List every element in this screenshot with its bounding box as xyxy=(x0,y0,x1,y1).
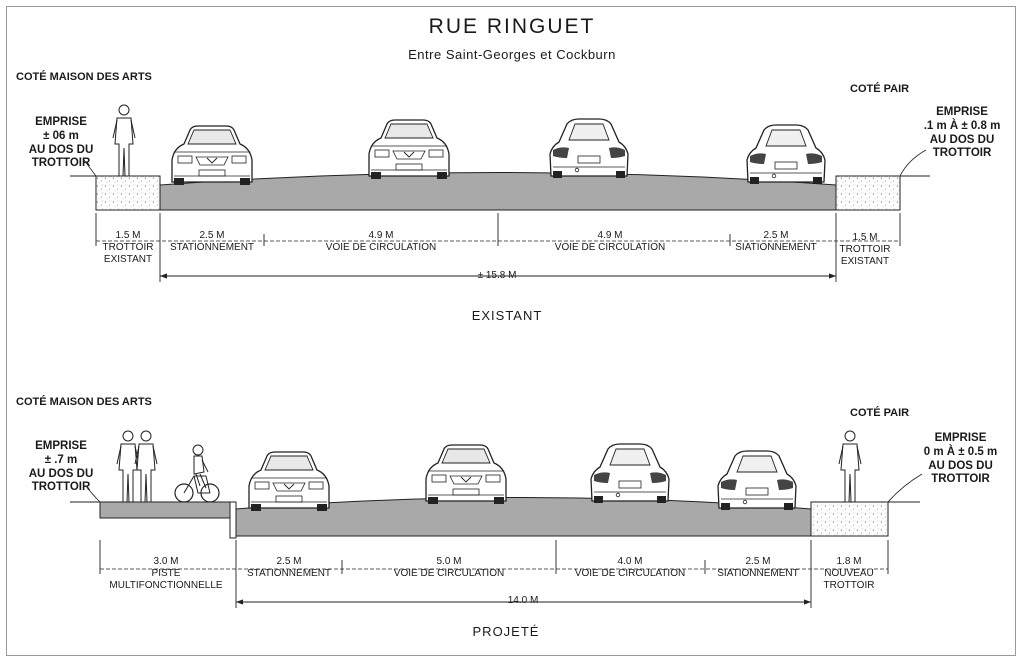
existing-roadway xyxy=(159,172,837,211)
projected-right-sidewalk xyxy=(810,501,889,537)
pedestrian-icon xyxy=(838,430,862,503)
projected-multiuse-path xyxy=(99,501,231,519)
cyclist-icon xyxy=(174,444,220,503)
pedestrian-icon xyxy=(112,104,136,177)
projected-right-side-label: COTÉ PAIR xyxy=(850,407,910,419)
pedestrian-icon xyxy=(116,430,140,503)
car-front-icon xyxy=(368,119,450,180)
projected-caption: PROJETÉ xyxy=(472,624,540,639)
page-title: RUE RINGUET xyxy=(428,15,596,38)
pedestrian-icon xyxy=(134,430,158,503)
car-rear-icon xyxy=(746,124,826,185)
car-rear-icon xyxy=(717,450,797,511)
existing-left-sidewalk xyxy=(95,175,161,211)
car-front-icon xyxy=(171,125,253,186)
projected-left-side-label: COTÉ MAISON DES ARTS xyxy=(16,396,152,408)
existing-right-side-label: COTÉ PAIR xyxy=(850,83,910,95)
existing-left-side-label: COTÉ MAISON DES ARTS xyxy=(16,71,152,83)
car-rear-icon xyxy=(549,118,629,179)
page-subtitle: Entre Saint-Georges et Cockburn xyxy=(408,47,616,62)
existing-section xyxy=(70,104,930,282)
projected-section xyxy=(70,430,923,608)
existing-caption: EXISTANT xyxy=(471,308,543,323)
car-front-icon xyxy=(248,451,330,512)
car-rear-icon xyxy=(590,443,670,504)
drawing-frame xyxy=(6,6,1016,656)
car-front-icon xyxy=(425,444,507,505)
existing-right-sidewalk xyxy=(835,175,901,211)
